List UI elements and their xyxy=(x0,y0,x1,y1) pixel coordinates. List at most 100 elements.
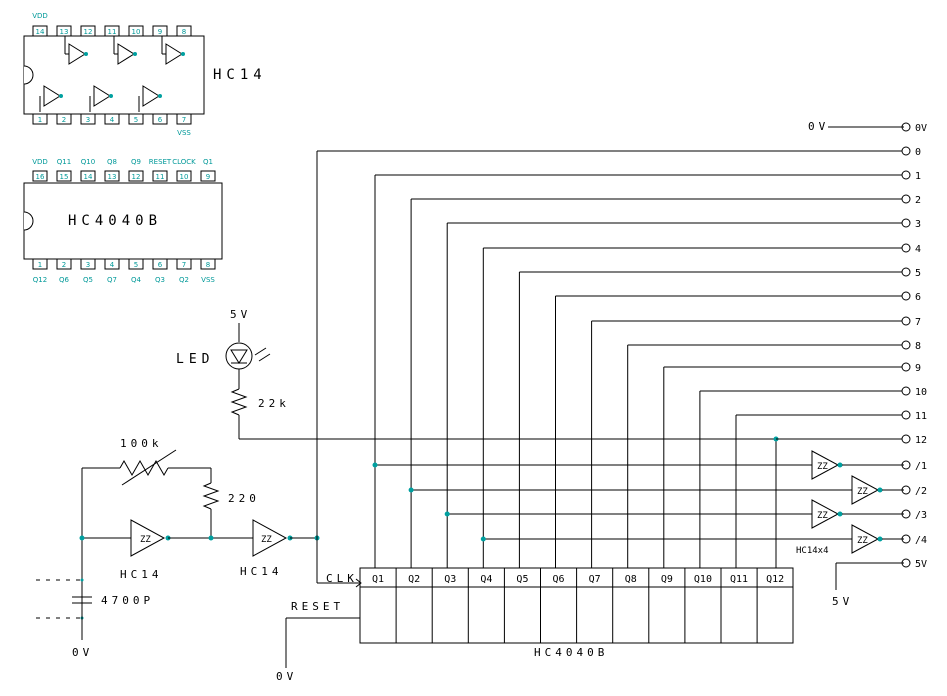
pin-box xyxy=(152,258,168,270)
counter-output-q4: Q4 xyxy=(480,574,492,585)
pin-number: 12 xyxy=(84,28,93,36)
pin-box xyxy=(128,113,144,125)
output-bus xyxy=(316,150,904,568)
pin-number: 2 xyxy=(62,261,66,269)
counter-output-q6: Q6 xyxy=(553,574,565,585)
pin-name: Q11 xyxy=(57,158,71,166)
connector-label: 12 xyxy=(915,435,927,446)
connector-label: /4 xyxy=(915,535,927,546)
right-5v-label: 5V xyxy=(832,595,853,608)
connector-terminal xyxy=(901,410,911,420)
pin-number: 10 xyxy=(180,173,189,181)
connector-label: 3 xyxy=(915,219,921,230)
connector-terminal xyxy=(901,291,911,301)
hc14x4-label: HC14x4 xyxy=(796,546,829,556)
inverter-gate xyxy=(811,499,840,529)
connector-terminal xyxy=(901,267,911,277)
counter-output-q1: Q1 xyxy=(372,574,384,585)
resistor-22k xyxy=(230,388,248,416)
pin-box xyxy=(32,258,48,270)
connector-terminal xyxy=(901,146,911,156)
connector-label: 10 xyxy=(915,387,927,398)
connector-label: 11 xyxy=(915,411,927,422)
pin-number: 16 xyxy=(36,173,45,181)
counter-output-q5: Q5 xyxy=(516,574,528,585)
pin-name: VSS xyxy=(177,129,191,137)
pin-name: Q3 xyxy=(155,276,165,284)
pin-name: Q5 xyxy=(83,276,93,284)
pin-number: 8 xyxy=(182,28,186,36)
pin-box xyxy=(152,25,168,37)
svg-text:ZZ: ZZ xyxy=(261,535,272,545)
resistor-100k xyxy=(119,459,169,477)
pin-name: Q9 xyxy=(131,158,141,166)
counter-label: HC4040B xyxy=(534,646,608,659)
connector-terminal xyxy=(901,386,911,396)
pin-number: 11 xyxy=(156,173,165,181)
pin-box xyxy=(56,170,72,182)
connector-terminal xyxy=(901,194,911,204)
pin-number: 14 xyxy=(36,28,45,36)
counter-output-q2: Q2 xyxy=(408,574,420,585)
pin-box xyxy=(104,25,120,37)
pin-number: 6 xyxy=(158,261,163,269)
pin-box xyxy=(200,258,216,270)
led-symbol xyxy=(225,342,253,370)
gate2-label: HC14 xyxy=(240,565,283,578)
ground-label-reset: 0V xyxy=(276,670,297,683)
connector-label: 4 xyxy=(915,244,921,255)
schmitt-gate-2 xyxy=(252,519,288,557)
oscillator-section: 100k 220 ZZ HC14 ZZ HC14 4700P xyxy=(36,437,362,659)
svg-text:ZZ: ZZ xyxy=(817,511,828,521)
connector-label: 5V xyxy=(915,559,927,570)
pin-number: 9 xyxy=(206,173,210,181)
connector-terminal xyxy=(901,434,911,444)
pin-box xyxy=(128,258,144,270)
hc4040-chip-label: HC4040B xyxy=(68,213,162,229)
pin-box xyxy=(176,25,192,37)
pin-name: Q6 xyxy=(59,276,70,284)
pin-number: 5 xyxy=(134,116,138,124)
counter-output-q7: Q7 xyxy=(589,574,601,585)
pin-box xyxy=(32,170,48,182)
pin-name: Q4 xyxy=(131,276,142,284)
hc4040-notch xyxy=(23,211,34,231)
pin-box xyxy=(56,113,72,125)
pin-box xyxy=(80,170,96,182)
pin-number: 12 xyxy=(132,173,141,181)
led-section: 5V LED 22k xyxy=(176,308,779,568)
pin-box xyxy=(56,25,72,37)
connector-label: /1 xyxy=(915,461,927,472)
connector-label: 5 xyxy=(915,268,921,279)
pin-box xyxy=(200,170,216,182)
connector-label: 6 xyxy=(915,292,921,303)
counter-output-q9: Q9 xyxy=(661,574,673,585)
pin-number: 8 xyxy=(206,261,210,269)
pin-number: 3 xyxy=(86,116,90,124)
pin-number: 6 xyxy=(158,116,163,124)
svg-text:ZZ: ZZ xyxy=(857,536,868,546)
connector-label: 0V xyxy=(915,123,927,134)
connector-terminal xyxy=(901,170,911,180)
pin-number: 4 xyxy=(110,261,115,269)
connector-terminal xyxy=(901,243,911,253)
connector-terminal xyxy=(901,316,911,326)
pin-box xyxy=(104,170,120,182)
connector-label: 9 xyxy=(915,363,921,374)
pin-number: 11 xyxy=(108,28,117,36)
pin-number: 14 xyxy=(84,173,93,181)
pin-box xyxy=(104,258,120,270)
connector-label: 7 xyxy=(915,317,921,328)
pin-name: Q8 xyxy=(107,158,117,166)
pin-name: Q12 xyxy=(33,276,47,284)
pin-number: 13 xyxy=(60,28,69,36)
pin-name: Q1 xyxy=(203,158,213,166)
hc14-chip-label: HC14 xyxy=(213,67,267,83)
connector-label: 8 xyxy=(915,341,921,352)
gate1-label: HC14 xyxy=(120,568,163,581)
pin-box xyxy=(80,25,96,37)
counter-output-q3: Q3 xyxy=(444,574,456,585)
connector-label: /2 xyxy=(915,486,927,497)
